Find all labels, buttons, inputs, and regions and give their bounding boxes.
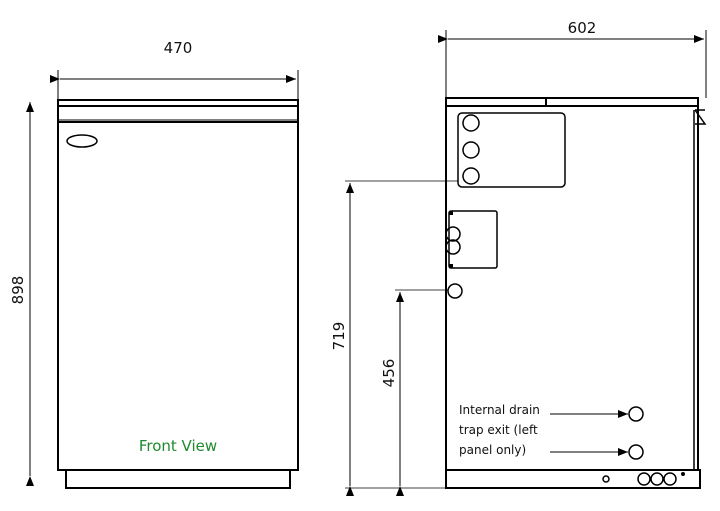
front-view — [26, 70, 299, 489]
drain-note-line: Internal drain — [459, 403, 540, 417]
drain-trap-exit — [628, 444, 644, 460]
pipe-connection — [445, 239, 461, 255]
front-width-label: 470 — [164, 39, 193, 57]
drain-note-line: trap exit (left — [459, 423, 538, 437]
front-height-label: 898 — [9, 276, 27, 305]
front-body — [57, 121, 299, 471]
side-depth-label: 602 — [568, 19, 597, 37]
pipe-connection — [462, 114, 480, 132]
drain-note-line: panel only) — [459, 443, 526, 457]
front-view-title: Front View — [139, 437, 217, 455]
pipe-connection — [445, 226, 461, 242]
side-view — [345, 30, 707, 496]
logo-badge — [66, 134, 98, 148]
front-plinth — [65, 469, 291, 489]
flue-connection-panel — [457, 112, 566, 188]
pipe-connection — [462, 167, 480, 185]
connection-height-label: 456 — [380, 359, 398, 388]
drain-trap-exit — [628, 406, 644, 422]
side-plinth — [445, 469, 701, 489]
pipe-connection — [447, 283, 463, 299]
side-top-panel — [445, 97, 699, 107]
pipe-connection — [462, 141, 480, 159]
flue-height-label: 719 — [330, 322, 348, 351]
front-top-panel — [57, 99, 299, 123]
